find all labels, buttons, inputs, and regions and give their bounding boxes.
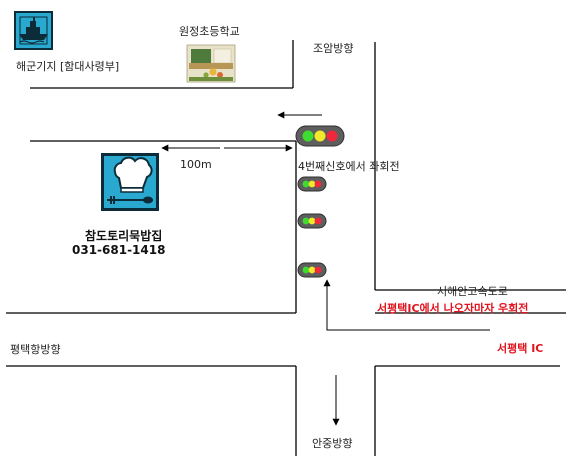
- signal-instruction-label: 4번째신호에서 좌회전: [298, 160, 400, 173]
- restaurant-chef-icon: [101, 153, 159, 211]
- traffic-signal-4: [297, 262, 327, 278]
- ship-icon: [14, 11, 53, 50]
- school-label: 원정초등학교: [179, 25, 240, 38]
- highway-label: 서해안고속도로: [437, 285, 508, 298]
- ic-label: 서평택 IC: [497, 342, 544, 355]
- school-photo: [186, 44, 236, 83]
- distance-label: 100m: [180, 158, 212, 171]
- road-network: [6, 40, 566, 456]
- arrow-route-from-ic: [323, 279, 490, 331]
- west-direction-label: 평택항방향: [10, 343, 61, 356]
- north-direction-label: 조암방향: [313, 42, 354, 55]
- traffic-signal-3: [297, 213, 327, 229]
- traffic-signal-main: [295, 125, 345, 147]
- naval-base-label: 해군기지 [함대사령부]: [16, 60, 120, 73]
- restaurant-phone: 031-681-1418: [72, 243, 166, 257]
- restaurant-name: 참도토리묵밥집: [85, 229, 163, 243]
- highway-exit-instruction: 서평택IC에서 나오자마자 우회전: [377, 302, 529, 315]
- direction-arrows: [161, 111, 490, 426]
- traffic-signal-2: [297, 176, 327, 192]
- south-direction-label: 안중방향: [312, 437, 353, 450]
